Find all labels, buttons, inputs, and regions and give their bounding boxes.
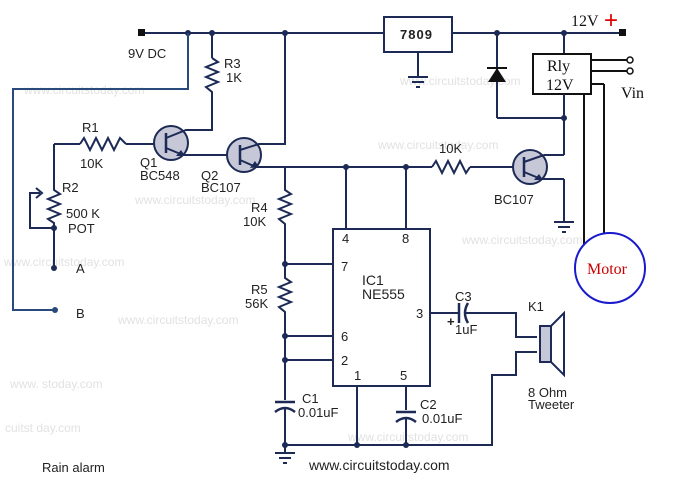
- ground-rail: [285, 351, 537, 446]
- transistor-q3: BC107: [494, 149, 574, 233]
- watermark: www.circuitstoday.com: [347, 430, 468, 444]
- pin-7-label: 7: [341, 259, 348, 274]
- q2-part-label: BC107: [201, 180, 241, 195]
- supply-rail: 9V DC: [128, 29, 384, 61]
- q1-ref-label: Q1: [140, 155, 157, 170]
- vin-terminal: [626, 56, 634, 64]
- r2-value-label: 500 K: [66, 206, 100, 221]
- resistor-r2-pot: R2 500 K POT: [29, 144, 100, 268]
- r3-ref-label: R3: [224, 56, 241, 71]
- capacitor-c3: C3 1uF +: [430, 289, 537, 338]
- voltage-regulator: 7809: [383, 16, 453, 88]
- r2-type-label: POT: [68, 221, 95, 236]
- ic1-ref-label: IC1: [362, 272, 384, 288]
- r1-ref-label: R1: [82, 120, 99, 135]
- pin-6-label: 6: [341, 329, 348, 344]
- resistor-r3: R3 1K: [203, 33, 242, 108]
- pin-1-label: 1: [354, 368, 361, 383]
- c2-ref-label: C2: [420, 397, 437, 412]
- regulator-label: 7809: [400, 27, 433, 42]
- c2-value-label: 0.01uF: [422, 411, 463, 426]
- k1-type-label: Tweeter: [528, 397, 575, 412]
- motor-label: Motor: [587, 261, 628, 278]
- vin-terminal: [626, 67, 634, 75]
- pin-4-label: 4: [342, 231, 349, 246]
- pin-3-label: 3: [416, 306, 423, 321]
- website-label: www.circuitstoday.com: [308, 457, 450, 473]
- c1-value-label: 0.01uF: [298, 405, 339, 420]
- c1-ref-label: C1: [302, 391, 319, 406]
- probe-a-label: A: [76, 261, 85, 276]
- flyback-diode: [487, 33, 567, 121]
- watermark: www. stoday.com: [9, 377, 102, 391]
- tweeter-k1: K1 8 Ohm Tweeter: [528, 299, 575, 412]
- r4-value-label: 10K: [243, 214, 266, 229]
- k1-ref-label: K1: [528, 299, 544, 314]
- dc-terminal: [138, 29, 145, 36]
- watermarks: www.circuitstoday.com www.circuitstoday.…: [3, 74, 582, 444]
- transistor-icon: [153, 125, 189, 161]
- capacitor-c2: C2 0.01uF: [395, 397, 463, 445]
- twelve-volt-terminal: [619, 29, 626, 36]
- r1-value-label: 10K: [80, 156, 103, 171]
- diode-icon: [488, 68, 506, 82]
- watermark: cuitst day.com: [5, 421, 81, 435]
- relay: Rly 12V Vin: [532, 33, 644, 250]
- plus-icon: +: [604, 7, 618, 34]
- resistor-r1: R1 10K: [54, 120, 155, 171]
- diagram-title: Rain alarm: [42, 460, 105, 475]
- ic1-part-label: NE555: [362, 286, 405, 302]
- watermark: www.circuitstoday.com: [399, 74, 520, 88]
- dc-supply-label: 9V DC: [128, 46, 166, 61]
- r3-value-label: 1K: [226, 70, 242, 85]
- probe-b-label: B: [76, 306, 85, 321]
- twelve-volt-rail: 12V +: [452, 7, 626, 36]
- watermark: www.circuitstoday.com: [3, 255, 124, 269]
- watermark: www.circuitstoday.com: [117, 313, 238, 327]
- q1-part-label: BC548: [140, 168, 180, 183]
- watermark: www.circuitstoday.com: [461, 233, 582, 247]
- probe-b-terminal: [52, 307, 58, 313]
- c3-value-label: 1uF: [455, 322, 477, 337]
- resistor-r6: 10K: [285, 141, 513, 176]
- pin-2-label: 2: [341, 353, 348, 368]
- speaker-icon: [539, 325, 552, 363]
- r2-ref-label: R2: [62, 180, 79, 195]
- ground-icon: [554, 221, 574, 233]
- pin-8-label: 8: [402, 231, 409, 246]
- capacitor-c1: C1 0.01uF: [274, 391, 339, 464]
- motor: Motor: [574, 232, 646, 304]
- c3-polarity-label: +: [447, 314, 455, 329]
- relay-label-1: Rly: [547, 58, 570, 75]
- twelve-volt-label: 12V: [571, 13, 599, 30]
- q3-part-label: BC107: [494, 192, 534, 207]
- k1-value-label: 8 Ohm: [528, 385, 567, 400]
- r5-value-label: 56K: [245, 296, 268, 311]
- ground-icon: [408, 76, 428, 88]
- motor-icon: [574, 232, 646, 304]
- resistor-r5: R5 56K: [245, 261, 333, 400]
- r6-value-label: 10K: [439, 141, 462, 156]
- ic1-ne555: 4 8 7 6 2 3 1 5 IC1 NE555: [332, 167, 431, 445]
- c3-ref-label: C3: [455, 289, 472, 304]
- pin-5-label: 5: [400, 368, 407, 383]
- watermark: www.circuitstoday.com: [134, 193, 255, 207]
- r5-ref-label: R5: [251, 282, 268, 297]
- watermark: www.circuitstoday.com: [377, 138, 498, 152]
- vin-label: Vin: [621, 85, 644, 102]
- transistor-q2: Q2 BC107: [201, 33, 286, 195]
- relay-label-2: 12V: [546, 77, 574, 94]
- q2-ref-label: Q2: [201, 168, 218, 183]
- transistor-q1: Q1 BC548: [140, 108, 232, 183]
- r4-ref-label: R4: [251, 200, 268, 215]
- resistor-r4: R4 10K: [243, 167, 294, 264]
- ground-icon: [275, 445, 295, 464]
